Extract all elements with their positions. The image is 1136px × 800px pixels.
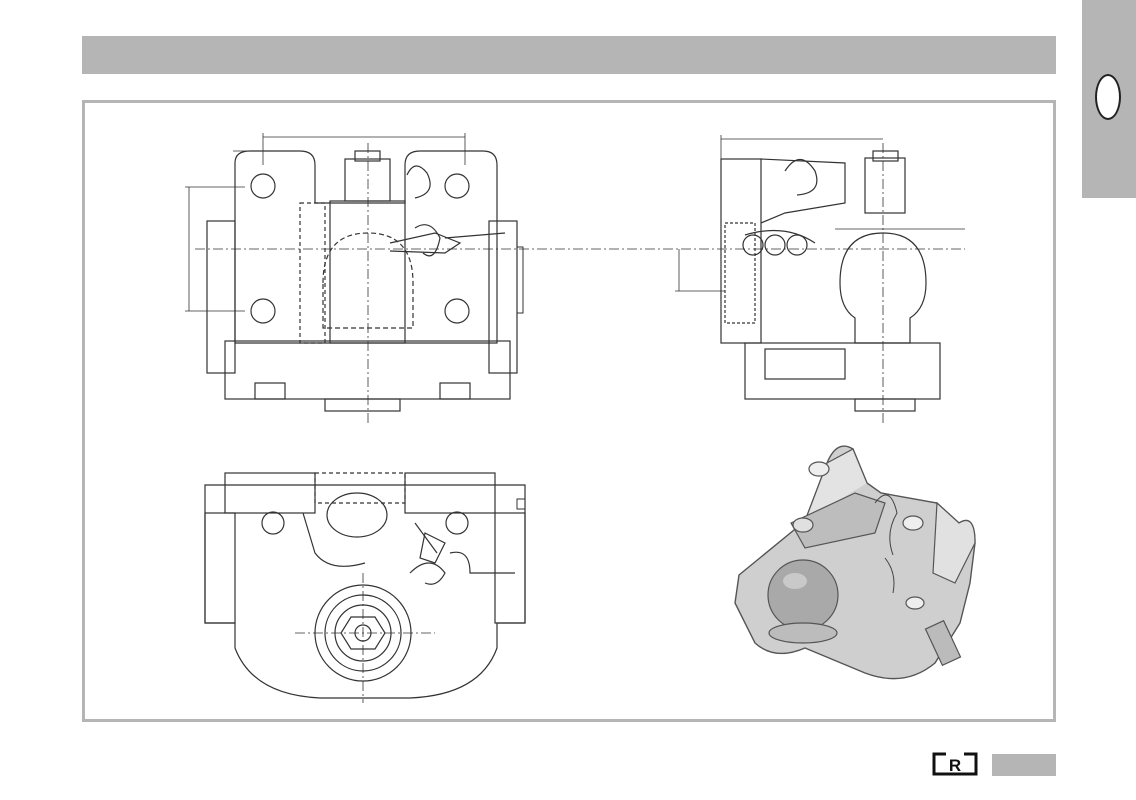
language-side-tab[interactable] <box>1082 0 1136 198</box>
isometric-render <box>734 445 976 680</box>
technical-drawing <box>185 133 976 703</box>
technical-drawing-frame <box>82 100 1056 722</box>
header-bar <box>82 36 1056 74</box>
brand-logo-letter: R <box>949 756 961 775</box>
language-oval-icon <box>1095 74 1121 120</box>
front-view <box>185 133 555 423</box>
side-view <box>555 135 965 423</box>
brand-logo-icon: R <box>932 752 978 776</box>
page-number-box <box>992 754 1056 776</box>
brand-logo: R <box>932 752 978 776</box>
top-view <box>204 472 526 703</box>
